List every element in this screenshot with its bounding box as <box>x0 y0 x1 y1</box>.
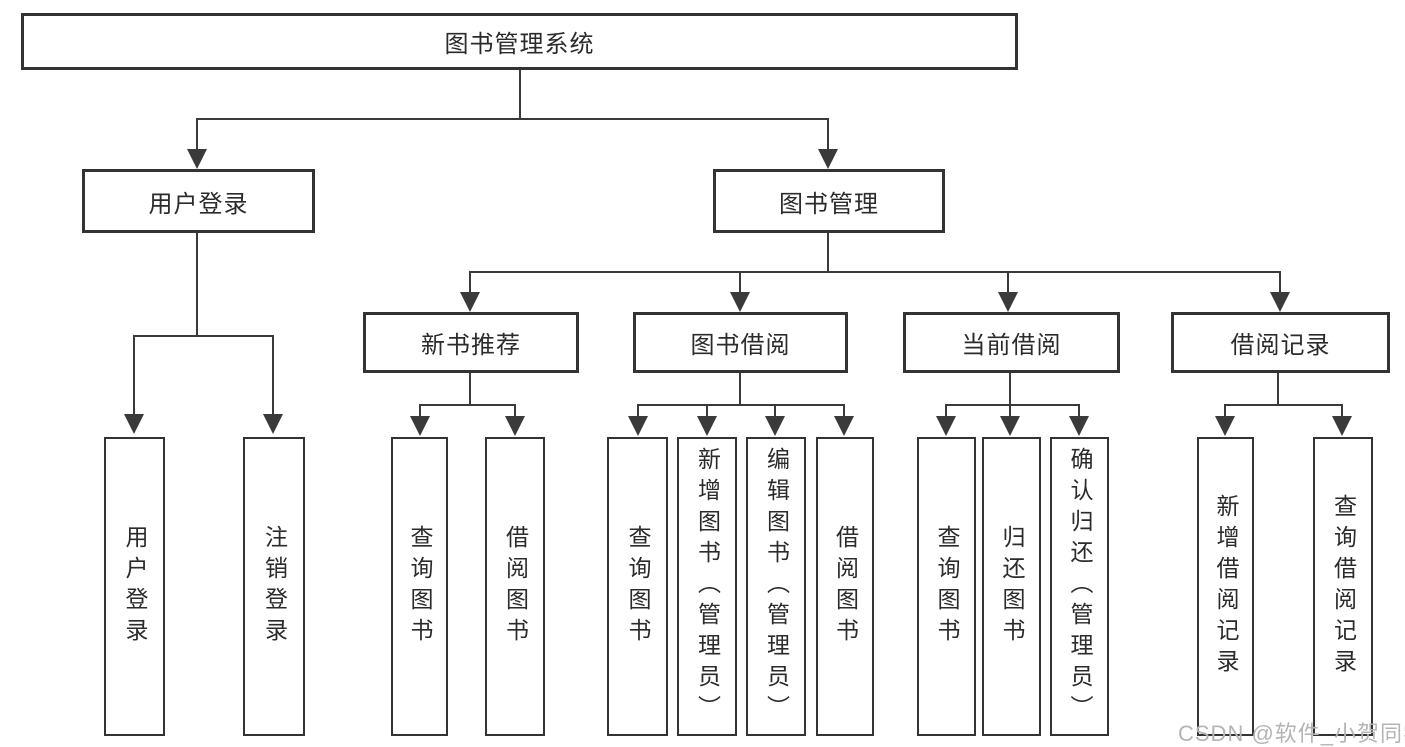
node-label: 编辑图书（管理员） <box>763 447 790 726</box>
connector-arrow-shaft <box>739 271 741 292</box>
connector-user-login-bar <box>133 335 274 337</box>
leaf-borrow-books: 借阅图书 <box>816 437 874 736</box>
connector-arrow-shaft <box>637 404 639 416</box>
connector-stem <box>469 373 471 406</box>
connector-bar <box>1224 404 1343 406</box>
arrowhead-down-icon <box>460 292 480 312</box>
leaf-return-books: 归还图书 <box>982 437 1041 736</box>
arrowhead-down-icon <box>765 416 785 436</box>
node-label: 用户登录 <box>122 524 148 649</box>
leaf-add-books-admin: 新增图书（管理员） <box>677 437 737 736</box>
connector-arrow-shaft <box>774 404 776 416</box>
node-label: 借阅记录 <box>1230 332 1331 359</box>
connector-arrow-shaft <box>1279 271 1281 292</box>
node-label: 注销登录 <box>261 524 288 649</box>
connector-bar <box>419 404 516 406</box>
leaf-query-books-current: 查询图书 <box>917 437 976 736</box>
connector-arrow-shaft <box>469 271 471 292</box>
connector-arrow-shaft <box>272 335 274 414</box>
connector-level2-bar <box>196 118 829 120</box>
leaf-query-books-recommend: 查询图书 <box>391 437 448 736</box>
node-user-login: 用户登录 <box>82 169 315 233</box>
node-label: 当前借阅 <box>961 332 1062 359</box>
leaf-logout: 注销登录 <box>243 437 305 736</box>
connector-arrow-shaft <box>1007 271 1009 292</box>
node-current-borrowing: 当前借阅 <box>903 312 1120 373</box>
leaf-user-login: 用户登录 <box>104 437 165 736</box>
connector-arrow-shaft <box>1078 404 1080 416</box>
leaf-borrow-books-recommend: 借阅图书 <box>485 437 545 736</box>
node-book-borrowing: 图书借阅 <box>633 312 848 373</box>
arrowhead-down-icon <box>1215 416 1235 436</box>
node-label: 新书推荐 <box>421 332 521 359</box>
leaf-add-borrow-record: 新增借阅记录 <box>1197 437 1254 736</box>
connector-arrow-shaft <box>843 404 845 416</box>
node-label: 图书管理 <box>779 190 879 218</box>
node-label: 借阅图书 <box>502 524 529 649</box>
connector-stem <box>1009 373 1011 406</box>
arrowhead-down-icon <box>263 414 283 434</box>
node-label: 用户登录 <box>148 190 249 218</box>
arrowhead-down-icon <box>818 149 838 169</box>
node-label: 图书借阅 <box>690 332 791 359</box>
leaf-query-books-borrowing: 查询图书 <box>607 437 668 736</box>
node-book-management: 图书管理 <box>713 169 945 233</box>
arrowhead-down-icon <box>505 416 525 436</box>
arrowhead-down-icon <box>998 292 1018 312</box>
node-label: 查询借阅记录 <box>1330 493 1357 680</box>
connector-stem <box>739 373 741 406</box>
connector-book-mgmt-stem <box>827 233 829 272</box>
node-label: 新增图书（管理员） <box>694 447 721 726</box>
connector-arrow-shaft <box>196 118 198 149</box>
arrowhead-down-icon <box>628 416 648 436</box>
node-label: 归还图书 <box>999 524 1025 649</box>
connector-arrow-shaft <box>706 404 708 416</box>
arrowhead-down-icon <box>1332 416 1352 436</box>
node-label: 图书管理系统 <box>444 31 595 58</box>
arrowhead-down-icon <box>730 292 750 312</box>
connector-stem <box>1277 373 1279 406</box>
connector-arrow-shaft <box>514 404 516 416</box>
arrowhead-down-icon <box>410 416 430 436</box>
node-label: 查询图书 <box>407 524 433 649</box>
node-library-management-system: 图书管理系统 <box>21 13 1018 70</box>
arrowhead-down-icon <box>1000 416 1020 436</box>
connector-arrow-shaft <box>1009 404 1011 416</box>
leaf-query-borrow-record: 查询借阅记录 <box>1313 437 1373 736</box>
node-label: 确认归还（管理员） <box>1067 447 1093 726</box>
node-label: 借阅图书 <box>832 524 859 649</box>
connector-arrow-shaft <box>945 404 947 416</box>
arrowhead-down-icon <box>834 416 854 436</box>
node-borrowing-records: 借阅记录 <box>1171 312 1390 373</box>
leaf-confirm-return-admin: 确认归还（管理员） <box>1050 437 1109 736</box>
arrowhead-down-icon <box>124 414 144 434</box>
arrowhead-down-icon <box>936 416 956 436</box>
connector-user-login-stem <box>196 233 198 336</box>
arrowhead-down-icon <box>187 149 207 169</box>
connector-bar <box>945 404 1080 406</box>
connector-arrow-shaft <box>827 118 829 149</box>
connector-arrow-shaft <box>1224 404 1226 416</box>
connector-level3-bar <box>469 271 1281 273</box>
node-new-book-recommendation: 新书推荐 <box>363 312 579 373</box>
connector-arrow-shaft <box>133 335 135 414</box>
arrowhead-down-icon <box>697 416 717 436</box>
node-label: 查询图书 <box>625 524 651 649</box>
connector-bar <box>637 404 845 406</box>
connector-root-stem <box>519 70 521 118</box>
node-label: 新增借阅记录 <box>1213 493 1239 680</box>
node-label: 查询图书 <box>934 524 960 649</box>
connector-arrow-shaft <box>1341 404 1343 416</box>
csdn-watermark: CSDN @软件_小贺同学 <box>1178 721 1405 746</box>
connector-arrow-shaft <box>419 404 421 416</box>
arrowhead-down-icon <box>1069 416 1089 436</box>
arrowhead-down-icon <box>1270 292 1290 312</box>
leaf-edit-books-admin: 编辑图书（管理员） <box>746 437 806 736</box>
